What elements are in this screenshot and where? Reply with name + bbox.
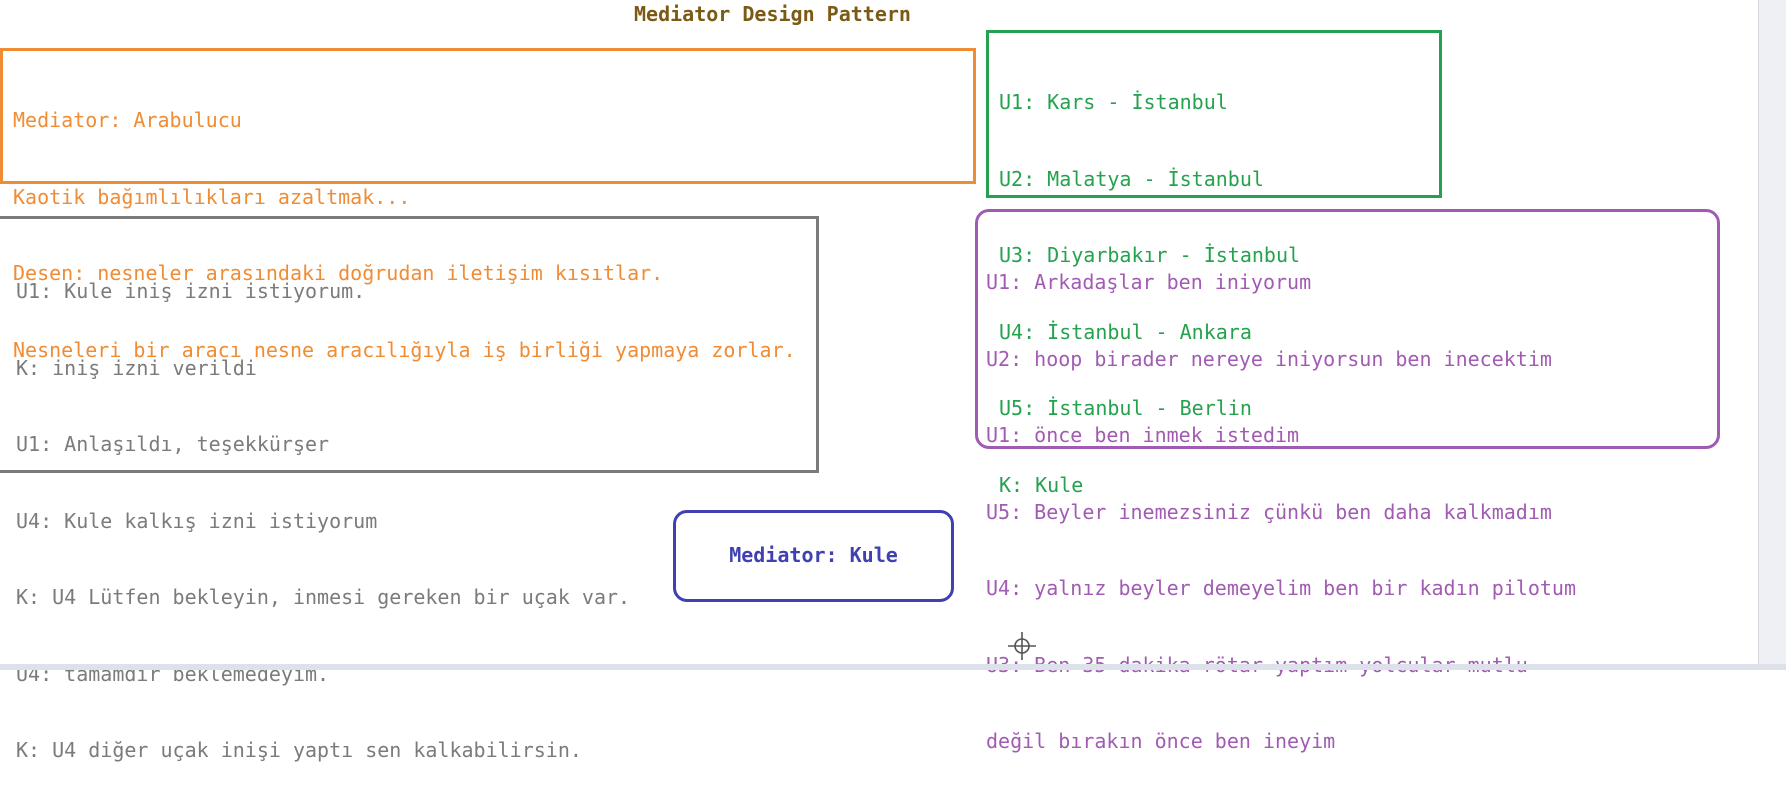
definition-line-2: Kaotik bağımlılıkları azaltmak...	[13, 184, 411, 209]
chaos-line: değil bırakın önce ben ineyim	[986, 729, 1336, 753]
chaos-line: U2: hoop birader nereye iniyorsun ben in…	[986, 346, 1552, 371]
chaos-line: U4: yalnız beyler demeyelim ben bir kadı…	[986, 576, 1577, 600]
definition-line-4: Nesneleri bir aracı nesne aracılığıyla i…	[13, 337, 796, 362]
legend-line-u3: U3: Diyarbakır - İstanbul	[999, 243, 1301, 267]
chaos-line: U5: Beyler inemezsiniz çünkü ben daha ka…	[986, 499, 1552, 524]
without-mediator-dialogue-box: U1: Arkadaşlar ben iniyorum U2: hoop bir…	[975, 209, 1720, 753]
crosshair-icon	[1008, 632, 1036, 660]
dialogue-line: K: U4 Lütfen bekleyin, inmesi gereken bi…	[16, 585, 631, 609]
dialogue-line: U1: Kule iniş izni istiyorum.	[16, 279, 366, 303]
definition-line-3: Desen: nesneler arasındaki doğrudan ilet…	[13, 261, 664, 285]
legend-line-u4: U4: İstanbul - Ankara	[999, 319, 1252, 344]
legend-line-k: K: Kule	[999, 472, 1084, 497]
vertical-scrollbar[interactable]	[1758, 0, 1786, 670]
chaos-line: U1: önce ben inmek istedim	[986, 423, 1300, 447]
mediator-node[interactable]: Mediator: Kule	[673, 510, 954, 602]
dialogue-line: K: U4 diğer uçak inişi yaptı sen kalkabi…	[16, 738, 582, 762]
with-mediator-dialogue-box: U1: Kule iniş izni istiyorum. K: iniş iz…	[0, 216, 819, 762]
legend-box: U1: Kars - İstanbul U2: Malatya - İstanb…	[986, 30, 1442, 497]
legend-line-u1: U1: Kars - İstanbul	[999, 90, 1228, 114]
dialogue-line: U1: Anlaşıldı, teşekkürşer	[16, 432, 330, 456]
dialogue-line: K: iniş izni verildi	[16, 355, 257, 380]
definition-box: Mediator: Arabulucu Kaotik bağımlılıklar…	[0, 48, 976, 362]
diagram-title: Mediator Design Pattern	[634, 2, 911, 26]
legend-line-u5: U5: İstanbul - Berlin	[999, 396, 1252, 420]
dialogue-line: U4: Kule kalkış izni istiyorum	[16, 508, 378, 533]
definition-line-1: Mediator: Arabulucu	[13, 108, 242, 132]
mediator-node-label: Mediator: Kule	[729, 543, 898, 568]
bottom-scroll-strip	[0, 664, 1786, 670]
legend-line-u2: U2: Malatya - İstanbul	[999, 166, 1264, 191]
chaos-line: U1: Arkadaşlar ben iniyorum	[986, 270, 1312, 294]
